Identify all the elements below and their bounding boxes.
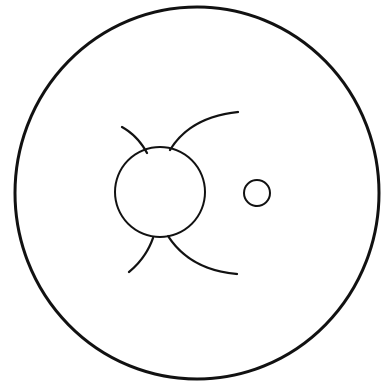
diagram [0,0,391,386]
background [0,0,391,386]
diagram-canvas [0,0,391,386]
